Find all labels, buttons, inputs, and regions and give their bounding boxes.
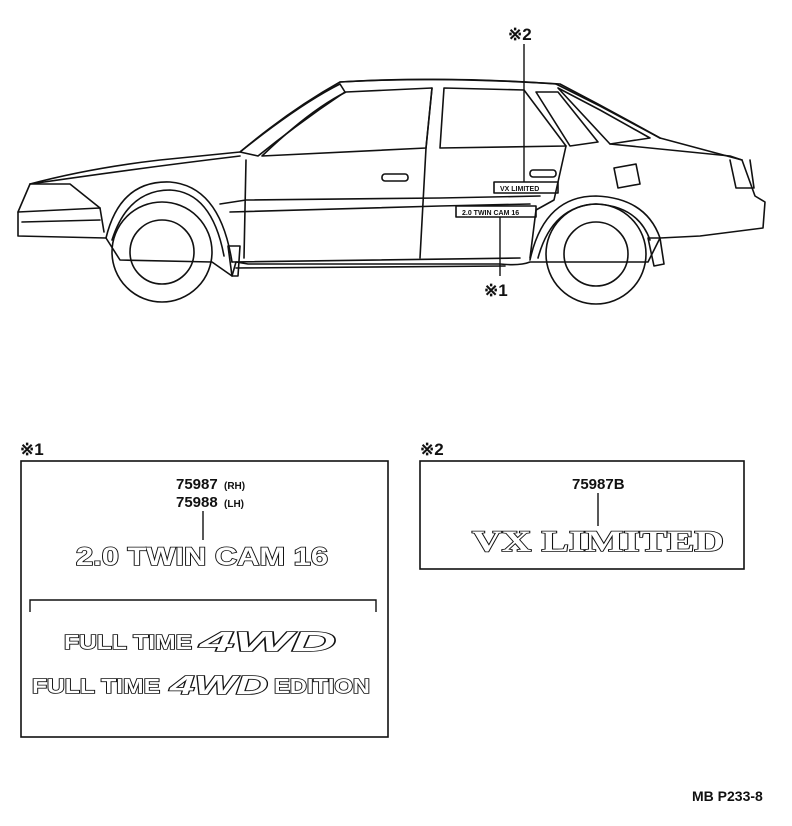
variant-bracket bbox=[29, 599, 377, 612]
part-side-rh: (RH) bbox=[224, 481, 245, 492]
box2-label: ※2 bbox=[420, 440, 444, 459]
badge-full-time-a: FULL TIME bbox=[64, 632, 192, 654]
badge-4wd-b: 4WD bbox=[168, 670, 268, 700]
car-illustration bbox=[17, 78, 766, 305]
car-badge-vx-text: VX LIMITED bbox=[500, 186, 539, 193]
part-number-rh: 75987 bbox=[176, 476, 218, 493]
badge-full-time-b: FULL TIME bbox=[32, 676, 160, 698]
part-number-lh: 75988 bbox=[176, 494, 218, 511]
reference-code: MB P233-8 bbox=[692, 788, 763, 804]
front-wheel bbox=[111, 201, 213, 303]
badge-edition: EDITION bbox=[274, 676, 370, 698]
badge-vx-limited: VX LIMITED bbox=[472, 525, 724, 558]
part-side-lh: (LH) bbox=[224, 499, 244, 510]
box1-label: ※1 bbox=[20, 440, 44, 459]
callout-2-top: ※2 bbox=[508, 25, 532, 44]
car-badge-twincam-text: 2.0 TWIN CAM 16 bbox=[462, 210, 519, 217]
box1-frame bbox=[20, 460, 389, 738]
callout-1-car: ※1 bbox=[484, 281, 508, 300]
box2-frame bbox=[419, 460, 745, 570]
part-number-vx: 75987B bbox=[572, 476, 625, 493]
rear-wheel bbox=[545, 203, 647, 305]
car-badge-twincam-location bbox=[455, 205, 537, 218]
car-badge-vx-location bbox=[493, 181, 559, 194]
badge-4wd-a: 4WD bbox=[198, 626, 336, 657]
badge-twin-cam: 2.0 TWIN CAM 16 bbox=[76, 543, 328, 571]
